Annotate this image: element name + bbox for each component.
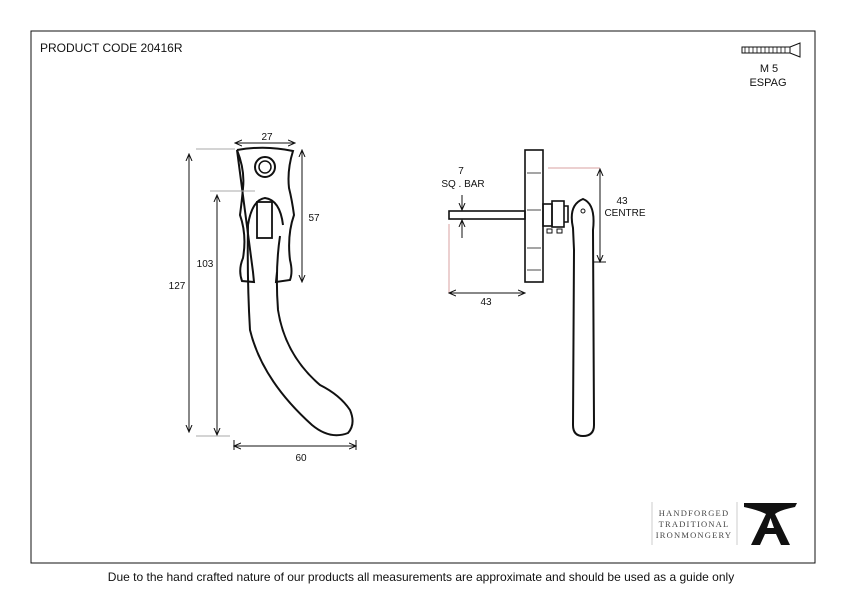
dim-centre: 43	[616, 196, 628, 207]
logo-line-2: TRADITIONAL	[659, 519, 730, 529]
drawing-border	[30, 30, 816, 564]
side-dimensions	[449, 167, 606, 293]
dim-bar-size: 7	[458, 166, 464, 177]
screw-type: ESPAG	[749, 77, 786, 89]
front-dimensions	[189, 143, 356, 450]
logo-line-3: IRONMONGERY	[656, 530, 732, 540]
dim-projection: 43	[480, 297, 492, 308]
screw-size: M 5	[760, 63, 778, 75]
handle-front-view	[236, 146, 354, 437]
dim-width-top: 27	[261, 132, 273, 143]
handle-side-view	[448, 149, 596, 438]
anvil-icon	[744, 503, 797, 545]
dim-plate-height: 57	[308, 213, 320, 224]
brand-logo: HANDFORGED TRADITIONAL IRONMONGERY	[651, 502, 797, 545]
disclaimer: Due to the hand crafted nature of our pr…	[107, 570, 735, 584]
bar-label: SQ . BAR	[441, 179, 484, 190]
logo-line-1: HANDFORGED	[659, 508, 730, 518]
dim-lever-height: 103	[197, 259, 214, 270]
dim-lever-reach: 60	[295, 453, 307, 464]
product-code: PRODUCT CODE 20416R	[40, 41, 183, 55]
centre-label: CENTRE	[604, 208, 645, 219]
screw-icon	[741, 42, 801, 58]
dim-overall-height: 127	[169, 281, 186, 292]
